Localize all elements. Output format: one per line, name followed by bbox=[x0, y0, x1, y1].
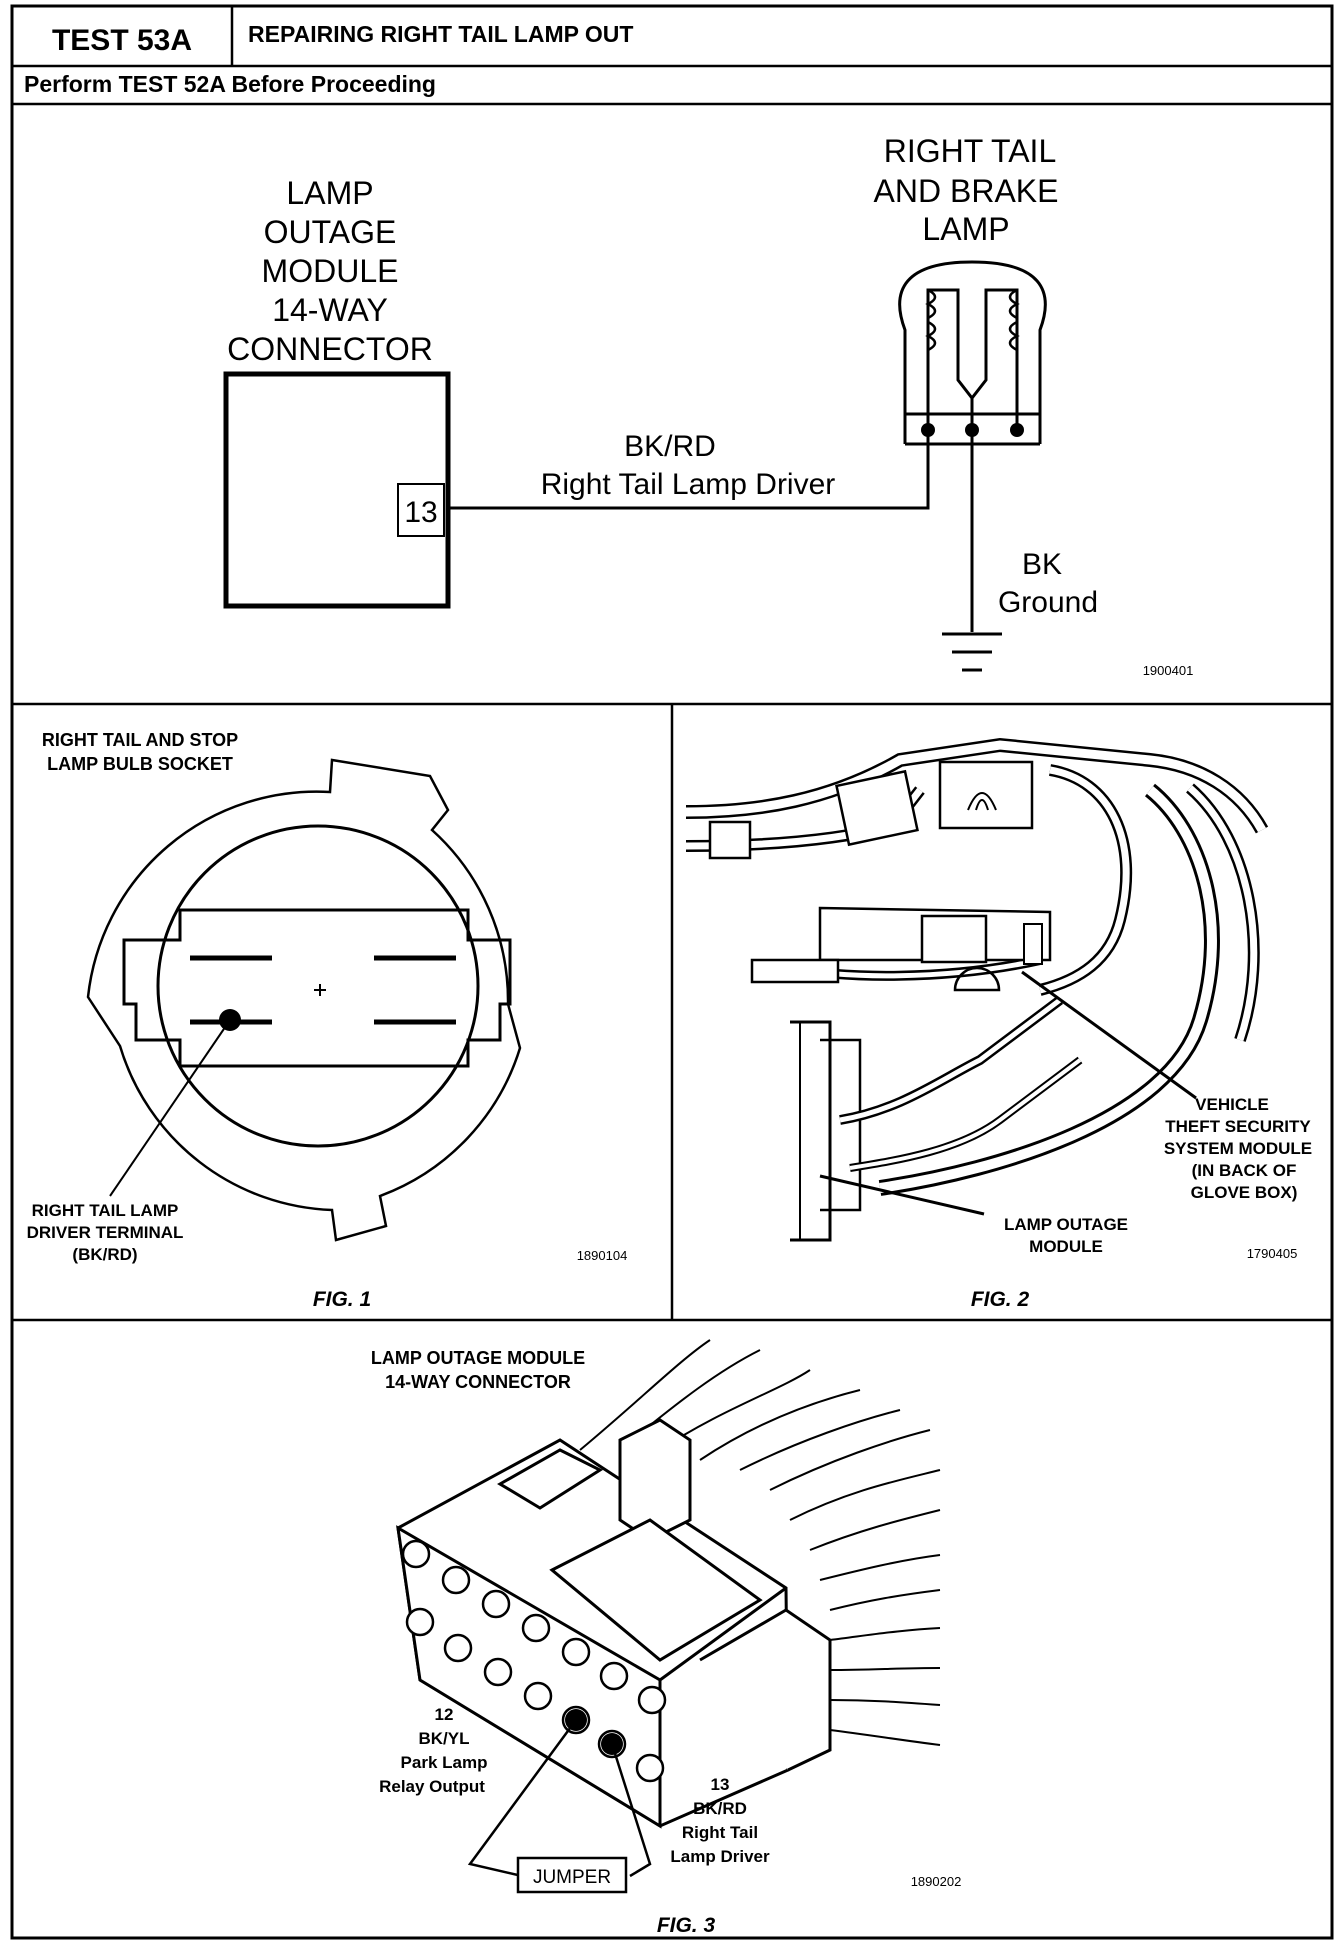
svg-text:OUTAGE: OUTAGE bbox=[264, 214, 397, 250]
svg-text:LAMP OUTAGE MODULE: LAMP OUTAGE MODULE bbox=[371, 1348, 585, 1368]
svg-text:12: 12 bbox=[435, 1705, 454, 1724]
svg-text:(IN BACK OF: (IN BACK OF bbox=[1192, 1161, 1297, 1180]
svg-text:GLOVE BOX): GLOVE BOX) bbox=[1191, 1183, 1298, 1202]
svg-text:LAMP: LAMP bbox=[922, 211, 1009, 247]
svg-text:LAMP BULB SOCKET: LAMP BULB SOCKET bbox=[47, 754, 233, 774]
fig3-caption: FIG. 3 bbox=[657, 1914, 716, 1937]
svg-text:DRIVER TERMINAL: DRIVER TERMINAL bbox=[27, 1223, 184, 1242]
fig1-callout: RIGHT TAIL LAMP DRIVER TERMINAL (BK/RD) bbox=[27, 1201, 184, 1264]
wire-name-label: Right Tail Lamp Driver bbox=[541, 468, 836, 501]
jumper-wire-left bbox=[467, 1719, 578, 1878]
pin13-callout: 13 BK/RD Right Tail Lamp Driver bbox=[670, 1775, 770, 1866]
module-label: LAMP OUTAGE MODULE 14-WAY CONNECTOR bbox=[227, 175, 433, 367]
fig1-title: RIGHT TAIL AND STOP LAMP BULB SOCKET bbox=[42, 730, 238, 774]
connector-body bbox=[396, 1418, 832, 1829]
svg-text:RIGHT TAIL: RIGHT TAIL bbox=[884, 133, 1056, 169]
pin-13-label: 13 bbox=[404, 496, 437, 529]
lamp-label: RIGHT TAIL AND BRAKE LAMP bbox=[874, 133, 1059, 247]
svg-text:CONNECTOR: CONNECTOR bbox=[227, 331, 433, 367]
svg-text:LAMP: LAMP bbox=[286, 175, 373, 211]
svg-text:14-WAY CONNECTOR: 14-WAY CONNECTOR bbox=[385, 1372, 571, 1392]
svg-text:AND BRAKE: AND BRAKE bbox=[874, 173, 1059, 209]
schematic-ref-number: 1900401 bbox=[1143, 663, 1194, 678]
test-id: TEST 53A bbox=[52, 24, 192, 57]
ground-name-label: Ground bbox=[998, 586, 1098, 619]
wire-color-label: BK/RD bbox=[624, 430, 716, 463]
lom-leader bbox=[819, 1174, 985, 1216]
page-border bbox=[10, 4, 1334, 1940]
svg-text:Park Lamp: Park Lamp bbox=[401, 1753, 488, 1772]
fig2-caption: FIG. 2 bbox=[971, 1288, 1030, 1311]
vtss-callout: VEHICLE THEFT SECURITY SYSTEM MODULE (IN… bbox=[1164, 1095, 1312, 1202]
connector-cavities bbox=[401, 1539, 667, 1783]
fig3-title: LAMP OUTAGE MODULE 14-WAY CONNECTOR bbox=[371, 1348, 585, 1392]
svg-text:VEHICLE: VEHICLE bbox=[1195, 1095, 1269, 1114]
svg-text:LAMP OUTAGE: LAMP OUTAGE bbox=[1004, 1215, 1128, 1234]
fig1-leader bbox=[109, 1019, 231, 1197]
ground-symbol bbox=[942, 632, 1002, 672]
vtss-leader bbox=[1021, 970, 1197, 1100]
svg-text:Right Tail: Right Tail bbox=[682, 1823, 758, 1842]
svg-text:MODULE: MODULE bbox=[1029, 1237, 1103, 1256]
svg-text:SYSTEM MODULE: SYSTEM MODULE bbox=[1164, 1139, 1312, 1158]
ground-color-label: BK bbox=[1022, 548, 1062, 581]
fig3-connector: LAMP OUTAGE MODULE 14-WAY CONNECTOR bbox=[371, 1339, 962, 1937]
lamp-outage-module-box bbox=[223, 371, 451, 609]
svg-text:13: 13 bbox=[711, 1775, 730, 1794]
header: TEST 53A REPAIRING RIGHT TAIL LAMP OUT P… bbox=[10, 4, 1334, 1940]
svg-text:Lamp Driver: Lamp Driver bbox=[670, 1847, 770, 1866]
fig2-module-location: VEHICLE THEFT SECURITY SYSTEM MODULE (IN… bbox=[685, 737, 1312, 1311]
svg-text:MODULE: MODULE bbox=[262, 253, 399, 289]
jumper-wire-right bbox=[610, 1743, 652, 1878]
socket-drawing bbox=[86, 758, 522, 1242]
svg-text:Relay Output: Relay Output bbox=[379, 1777, 485, 1796]
svg-text:14-WAY: 14-WAY bbox=[272, 292, 388, 328]
fig2-ref-number: 1790405 bbox=[1247, 1246, 1298, 1261]
svg-text:(BK/RD): (BK/RD) bbox=[72, 1245, 137, 1264]
fig3-ref-number: 1890202 bbox=[911, 1874, 962, 1889]
svg-text:BK/RD: BK/RD bbox=[693, 1799, 747, 1818]
socket-terminals bbox=[190, 955, 456, 1025]
svg-text:BK/YL: BK/YL bbox=[419, 1729, 470, 1748]
fig1-caption: FIG. 1 bbox=[313, 1288, 371, 1311]
svg-text:RIGHT TAIL LAMP: RIGHT TAIL LAMP bbox=[32, 1201, 179, 1220]
wiring-harness-drawing bbox=[685, 737, 1269, 1242]
fig1-ref-number: 1890104 bbox=[577, 1248, 628, 1263]
svg-text:RIGHT TAIL AND STOP: RIGHT TAIL AND STOP bbox=[42, 730, 238, 750]
jumper-box bbox=[516, 1856, 628, 1894]
fig1-bulb-socket: RIGHT TAIL AND STOP LAMP BULB SOCKET RIG… bbox=[12, 704, 1332, 1322]
jumper-label: JUMPER bbox=[533, 1867, 611, 1888]
pin-13-box bbox=[397, 483, 445, 537]
bk-rd-wire bbox=[448, 430, 930, 510]
test-title: REPAIRING RIGHT TAIL LAMP OUT bbox=[248, 21, 633, 47]
lom-callout: LAMP OUTAGE MODULE bbox=[1004, 1215, 1128, 1256]
schematic-diagram: LAMP OUTAGE MODULE 14-WAY CONNECTOR 13 R… bbox=[12, 133, 1332, 706]
lamp-bulb-symbol bbox=[898, 260, 1047, 446]
socket-center-mark bbox=[314, 984, 326, 996]
prerequisite-note: Perform TEST 52A Before Proceeding bbox=[24, 71, 436, 97]
pin12-callout: 12 BK/YL Park Lamp Relay Output bbox=[379, 1705, 487, 1796]
lamp-terminal-dot bbox=[1010, 423, 1024, 437]
svg-text:THEFT SECURITY: THEFT SECURITY bbox=[1165, 1117, 1311, 1136]
